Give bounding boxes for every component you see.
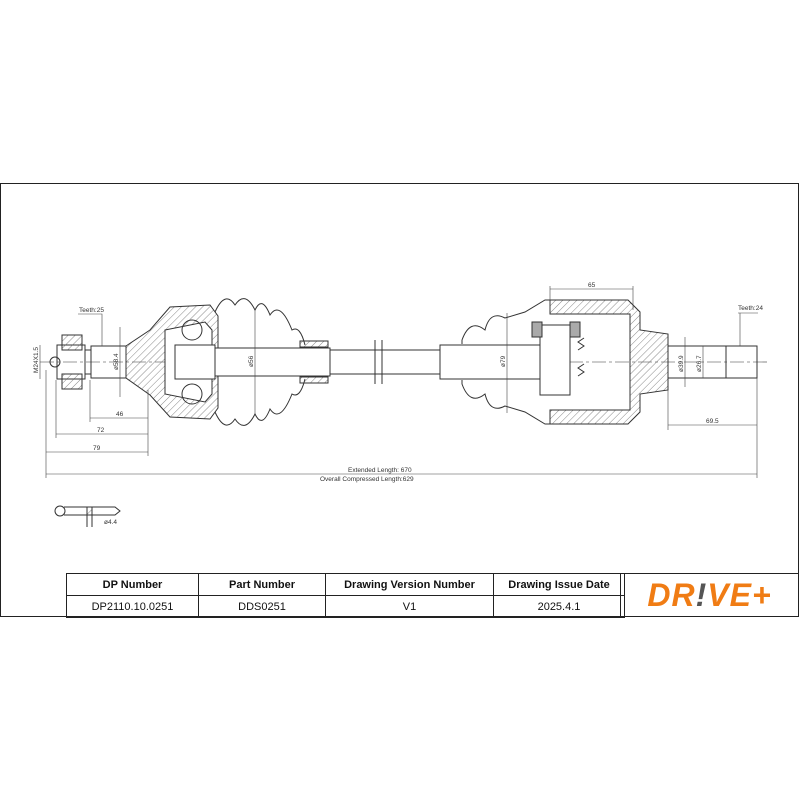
- inner-boot-top: [461, 299, 560, 344]
- tripod: [539, 324, 571, 396]
- header-drawing-version: Drawing Version Number: [325, 573, 494, 596]
- dim-46: 46: [116, 411, 124, 418]
- dia-shaft-label: ø56: [248, 355, 255, 367]
- inner-cv-housing: [549, 299, 669, 425]
- outer-boot-top: [214, 298, 306, 346]
- dimension-lines: [39, 286, 758, 478]
- compressed-length: Overall Compressed Length:629: [320, 476, 414, 483]
- dim-69-5: 69.5: [706, 418, 719, 425]
- left-teeth-label: Teeth:25: [79, 307, 104, 314]
- right-teeth-label: Teeth:24: [738, 305, 763, 312]
- drawing-version-value: V1: [325, 595, 494, 618]
- drive-logo: DR!VE+: [620, 573, 799, 617]
- dim-79: 79: [93, 445, 101, 452]
- spring-icon: [577, 337, 585, 377]
- dim-72: 72: [97, 427, 105, 434]
- dia-inner-stub-label: ø39.9: [678, 355, 685, 372]
- dia-spline-label: ø26.7: [696, 355, 703, 372]
- axle-nut: [49, 334, 92, 390]
- header-dp-number: DP Number: [66, 573, 199, 596]
- dp-number-value: DP2110.10.0251: [66, 595, 199, 618]
- thread-label: M24X1.5: [33, 347, 40, 373]
- issue-date-value: 2025.4.1: [493, 595, 625, 618]
- title-block: DP Number Part Number Drawing Version Nu…: [66, 573, 625, 618]
- logo-text-c: VE+: [707, 576, 772, 613]
- cotter-pin-dia: ø4.4: [104, 519, 117, 526]
- header-issue-date: Drawing Issue Date: [493, 573, 625, 596]
- logo-text-a: DR: [647, 576, 696, 613]
- dia-outer-stub-label: ø58.4: [113, 353, 120, 370]
- logo-text-b: !: [695, 576, 708, 613]
- part-number-value: DDS0251: [198, 595, 326, 618]
- header-part-number: Part Number: [198, 573, 326, 596]
- extended-length: Extended Length: 670: [348, 467, 412, 474]
- cotter-pin: [54, 505, 121, 527]
- dia-inner-boot-label: ø79: [500, 355, 507, 367]
- inner-spline: [725, 345, 758, 379]
- shaft-outer-end: [214, 347, 331, 377]
- dim-65: 65: [588, 282, 596, 289]
